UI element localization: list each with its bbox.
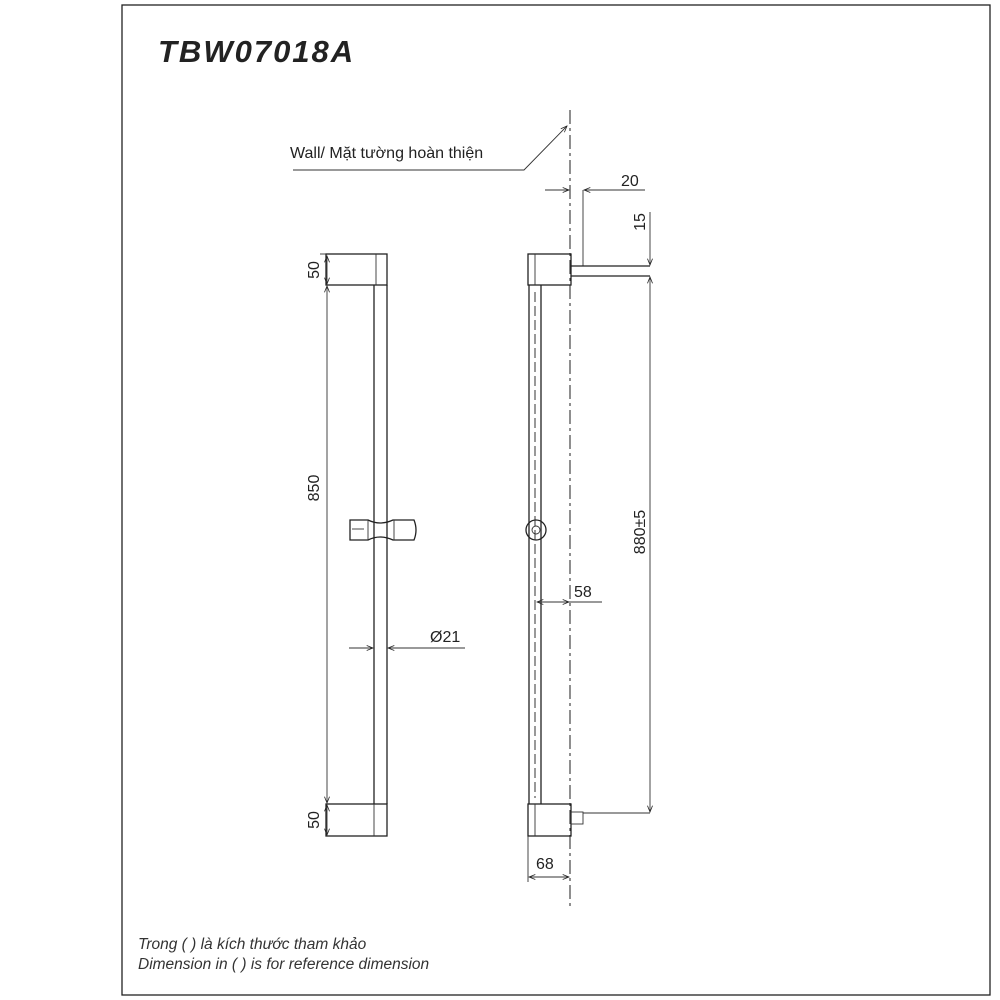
wall-label: Wall/ Mặt tường hoàn thiện: [290, 145, 483, 162]
drawing-frame: [121, 4, 991, 996]
top-cap: [325, 253, 388, 286]
side-view: Wall/ Mặt tường hoàn thiện 20 15 880±5 5…: [290, 110, 650, 910]
dim-bar-length: 850: [306, 475, 323, 502]
dim-cap-depth: 68: [536, 856, 554, 873]
dim-top-cap: 50: [306, 261, 323, 279]
dim-bracket-offset: 20: [621, 173, 639, 190]
dim-bottom-cap: 50: [306, 811, 323, 829]
holder-knob: [525, 519, 547, 541]
front-view: 50 850 50 Ø21: [306, 253, 465, 837]
note-en: Dimension in ( ) is for reference dimens…: [138, 956, 430, 973]
dim-mount-spacing: 880±5: [632, 510, 649, 554]
dim-bar-offset: 58: [574, 584, 592, 601]
dim-bracket-height: 15: [632, 213, 649, 231]
slider-holder: [349, 519, 417, 541]
wall-leader: [293, 126, 567, 171]
bottom-cap: [325, 803, 388, 837]
dim-diameter: Ø21: [430, 629, 460, 646]
model-title: TBW07018A: [158, 34, 356, 69]
note-vi: Trong ( ) là kích thước tham khảo: [138, 936, 367, 953]
